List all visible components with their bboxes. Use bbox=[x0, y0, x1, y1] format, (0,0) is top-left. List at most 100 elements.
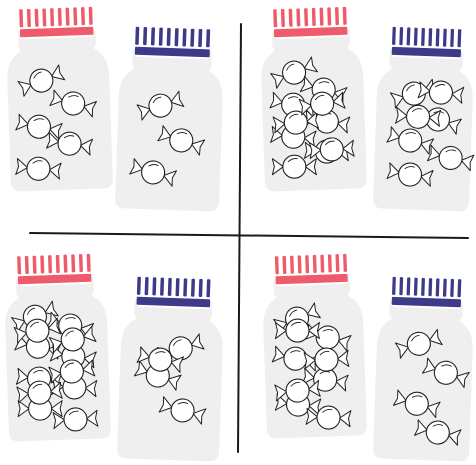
candy-wrapper-left bbox=[303, 352, 316, 370]
candy-wrapper-right bbox=[82, 325, 97, 342]
candy-shine bbox=[322, 408, 333, 413]
candy-wrapper-left bbox=[271, 158, 284, 176]
candy-shine bbox=[155, 351, 166, 354]
lid-stripe bbox=[183, 278, 188, 297]
navy-lid-jar bbox=[115, 24, 223, 212]
jars-layer bbox=[5, 4, 475, 462]
lid-stripe bbox=[334, 7, 340, 26]
candy-wrapper-right bbox=[47, 317, 62, 335]
candy-wrapper-left bbox=[386, 162, 400, 180]
lid-stripe bbox=[413, 27, 418, 46]
panel-bottom-right bbox=[263, 251, 473, 462]
lid-stripe bbox=[150, 27, 156, 46]
candy-wrapper-right bbox=[428, 328, 443, 346]
candy-wrapper-right bbox=[83, 100, 97, 118]
horizontal-divider bbox=[29, 232, 469, 239]
lid-stripe bbox=[428, 278, 433, 297]
candy-icon bbox=[46, 131, 94, 156]
candy-icon bbox=[386, 126, 435, 155]
lid-band bbox=[134, 46, 210, 58]
candy-shine bbox=[33, 71, 42, 79]
lid-stripe bbox=[55, 254, 60, 273]
candy-wrapper-right bbox=[170, 356, 185, 373]
candy-shine bbox=[405, 132, 416, 135]
lid-stripe bbox=[175, 278, 180, 297]
lid-stripe bbox=[435, 28, 440, 47]
candy-icon bbox=[426, 144, 475, 172]
candy-wrapper-left bbox=[271, 345, 286, 363]
candy-wrapper-left bbox=[272, 116, 286, 134]
candy-wrapper-left bbox=[15, 113, 29, 131]
lid-stripe bbox=[312, 254, 317, 273]
candy-body bbox=[169, 128, 194, 153]
lid-stripe bbox=[40, 255, 45, 274]
candy-shine bbox=[63, 135, 75, 139]
lid-stripe bbox=[413, 277, 418, 296]
lid-stripe bbox=[78, 254, 83, 273]
lid-stripe bbox=[392, 276, 396, 295]
candy-wrapper-left bbox=[11, 317, 26, 333]
candy-wrapper-right bbox=[82, 359, 96, 377]
candy-wrapper-left bbox=[133, 360, 148, 377]
lid-stripe bbox=[152, 277, 157, 296]
lid-band bbox=[391, 296, 461, 308]
pink-lid-jar bbox=[7, 4, 113, 192]
candy-icon bbox=[421, 357, 470, 388]
lid-stripe bbox=[50, 8, 55, 27]
candy-wrapper-right bbox=[191, 139, 206, 156]
lid-band bbox=[17, 273, 92, 285]
candy-wrapper-right bbox=[332, 91, 346, 109]
candy-shine bbox=[289, 309, 298, 317]
candy-shine bbox=[65, 317, 76, 320]
candy-icon bbox=[48, 359, 96, 384]
lid-stripe bbox=[327, 7, 332, 26]
lid-stripe bbox=[442, 28, 447, 47]
candy-wrapper-right bbox=[50, 400, 63, 418]
candy-shine bbox=[411, 395, 423, 398]
candy-wrapper-left bbox=[421, 357, 436, 374]
candy-wrapper-left bbox=[298, 98, 312, 116]
lid-stripe bbox=[80, 7, 86, 26]
lid-stripe bbox=[304, 8, 309, 27]
candy-wrapper-left bbox=[49, 89, 64, 107]
candy-icon bbox=[305, 405, 352, 430]
candy-wrapper-right bbox=[306, 302, 321, 319]
lid-stripe bbox=[48, 255, 53, 274]
candy-icon bbox=[301, 367, 349, 392]
lid-stripe bbox=[335, 254, 340, 273]
lid-stripe bbox=[167, 277, 172, 296]
candy-wrapper-left bbox=[48, 336, 63, 354]
candy-shine bbox=[319, 350, 330, 356]
candy-shine bbox=[291, 321, 301, 327]
candy-wrapper-left bbox=[129, 158, 144, 175]
candy-wrapper-right bbox=[49, 122, 63, 140]
lid-stripe bbox=[342, 6, 347, 25]
candy-wrapper-left bbox=[303, 141, 317, 159]
lid-stripe bbox=[280, 8, 285, 28]
candy-shine bbox=[33, 118, 45, 122]
lid-stripe bbox=[86, 253, 91, 272]
panel-top-left bbox=[7, 4, 223, 212]
pink-lid-jar bbox=[261, 4, 367, 192]
candy-wrapper-right bbox=[447, 118, 462, 135]
lid-stripe bbox=[343, 253, 348, 272]
lid-stripe bbox=[71, 254, 76, 273]
candy-shine bbox=[287, 158, 298, 163]
lid-stripe bbox=[17, 256, 22, 275]
candy-wrapper-right bbox=[190, 333, 205, 350]
candy-shine bbox=[68, 410, 79, 416]
candy-body bbox=[404, 391, 429, 416]
lid-stripe bbox=[198, 278, 203, 298]
candy-wrapper-left bbox=[13, 326, 28, 344]
lid-stripe bbox=[73, 7, 78, 26]
lid-stripe bbox=[206, 279, 211, 298]
pink-lid-jar bbox=[263, 251, 367, 439]
candy-wrapper-left bbox=[414, 419, 428, 436]
lid-stripe bbox=[144, 277, 149, 296]
candy-wrapper-right bbox=[426, 401, 441, 419]
candy-shine bbox=[177, 402, 189, 405]
candy-wrapper-right bbox=[337, 334, 352, 352]
candy-icon bbox=[52, 407, 99, 432]
jar-body bbox=[117, 312, 223, 462]
candy-wrapper-right bbox=[307, 379, 321, 397]
